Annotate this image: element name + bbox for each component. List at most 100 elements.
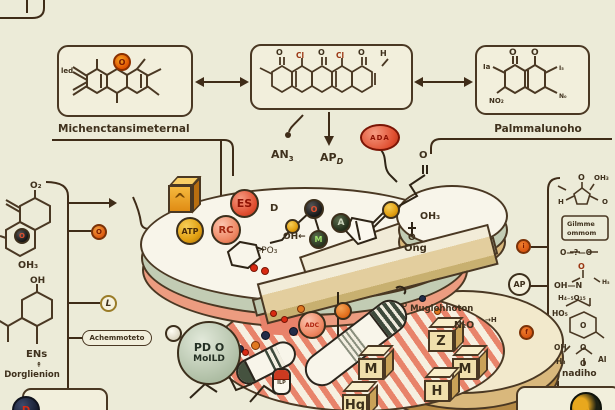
letter-cube: Hg	[342, 380, 380, 410]
atom-label: AI	[598, 355, 607, 364]
mild-label: MoILD	[193, 354, 225, 364]
apd-sub: D	[336, 157, 344, 167]
atom-label: NO₂	[489, 97, 504, 105]
boxed-text-2: ommom	[567, 229, 596, 237]
atom-label: O	[318, 48, 325, 57]
atom-label: O	[580, 343, 586, 352]
red-dot	[250, 264, 258, 272]
label-achemmoteto: Achemmoteto	[82, 330, 152, 346]
es-sphere: ES	[230, 189, 259, 218]
scatter-ball-navy	[419, 295, 426, 302]
atp-sphere: ATP	[176, 217, 204, 245]
adc-ball: ADC	[298, 311, 326, 339]
atom-label: led	[61, 67, 73, 75]
atom-label: OH₃	[594, 174, 609, 182]
label-d: D	[270, 203, 279, 214]
atom-label: H₃	[556, 357, 566, 366]
letter-cube: M	[358, 344, 396, 381]
label-slice-oh3: OH₃	[420, 211, 441, 222]
gold-sphere-right	[382, 201, 400, 219]
mug-prefix: O	[402, 302, 408, 309]
scatter-ball-red	[242, 349, 249, 356]
oxygen-badge: O	[113, 53, 131, 71]
tiny-pill-character: ILP	[272, 368, 291, 395]
label-chain-o: O	[419, 150, 428, 161]
atom-label: O	[276, 48, 283, 57]
right-orange-dot-1: i	[516, 239, 531, 254]
ap-circle: AP	[508, 273, 531, 296]
scatter-ball-orange	[297, 305, 305, 313]
gold-sphere-small	[285, 219, 300, 234]
label-n2o: N₂O	[454, 320, 475, 331]
pill-red-cap	[274, 370, 289, 380]
label-slice-o: O	[408, 233, 416, 243]
quinone-structure: O O Ia NO₂ I₅ N₀	[483, 48, 567, 105]
scatter-ball-red	[281, 316, 288, 323]
atom-label: HO₅	[552, 309, 568, 318]
letter-cube: Z	[428, 316, 466, 353]
textured-orange-ball	[334, 302, 352, 320]
label-nadiho: nadiho	[562, 369, 597, 379]
cube-face: Hg	[342, 394, 368, 410]
pd-sphere: PD O MoILD	[177, 321, 241, 385]
left-structure-2: OH	[0, 276, 53, 344]
atom-label: O	[509, 48, 517, 58]
atom-label: H	[558, 198, 564, 206]
atom-label: H₅	[602, 279, 610, 286]
atom-label: O	[580, 359, 586, 368]
atom-label: I₅	[559, 65, 564, 72]
label-apd: APD	[320, 152, 343, 166]
orange-crate: ^	[168, 176, 204, 216]
right-structures: O OH₃ H O Gilmme ommom O—?—O O OH—N H₅ H…	[552, 173, 610, 368]
o2-label: O₂	[30, 181, 42, 191]
scatter-ball-navy	[289, 327, 298, 336]
atom-label: O	[578, 262, 585, 271]
left-structure-1: O₂	[0, 181, 51, 258]
label-muglohhoton: O Muglohhoton	[402, 302, 474, 314]
right-orange-dot-2: f	[519, 325, 534, 340]
atom-label: O	[358, 48, 365, 57]
mug-text: Muglohhoton	[410, 303, 474, 314]
label-ens: ENs	[26, 349, 48, 360]
scatter-ball-navy	[261, 331, 270, 340]
letter-cube: H	[424, 366, 462, 403]
left-black-sphere: O	[14, 228, 30, 244]
scatter-ball-red	[270, 310, 277, 317]
label-an3: AN3	[271, 149, 294, 163]
an3-text: AN	[271, 148, 289, 161]
scatter-ball-orange	[434, 308, 441, 315]
orange-dot-o: O	[91, 224, 107, 240]
label-dorglienion: Dorglienion	[4, 370, 60, 380]
atom-label: OH—N	[554, 281, 582, 290]
scatter-ball-orange	[251, 341, 260, 350]
pill-label-ilp: ILP	[277, 380, 286, 386]
atom-label: OH	[554, 343, 567, 352]
label-ong: Ong	[404, 243, 427, 254]
label-right-box: Palmmalunoho	[494, 123, 582, 135]
red-blob: ADA	[360, 124, 400, 151]
circle-l: L	[100, 295, 117, 312]
m-sphere: M	[309, 230, 328, 249]
reaction-box-right	[475, 45, 590, 115]
label-plus-h: →H	[485, 316, 497, 324]
a-sphere: A	[331, 213, 351, 233]
cube-face: H	[424, 380, 450, 402]
label-oh3: OH₃	[18, 260, 39, 271]
h4o15-text: H₄₋₅O₁₅	[558, 294, 586, 302]
pentacene-structure: O Cl O Cl O H	[259, 48, 389, 94]
atom-label: O	[580, 321, 586, 330]
red-dot	[261, 267, 269, 275]
atom-label: O	[602, 198, 608, 206]
label-oh-arrow: OH←	[283, 232, 306, 242]
atom-label: Ia	[483, 63, 491, 71]
white-spike-ball	[165, 325, 182, 342]
atom-label: Cl	[336, 51, 344, 60]
atom-label: H	[380, 49, 387, 58]
black-o-sphere: O	[304, 199, 324, 219]
crate-front-face: ^	[168, 185, 192, 213]
atom-label: O	[578, 173, 585, 182]
cube-face: Z	[428, 330, 454, 352]
rc-sphere: RC	[211, 215, 241, 245]
